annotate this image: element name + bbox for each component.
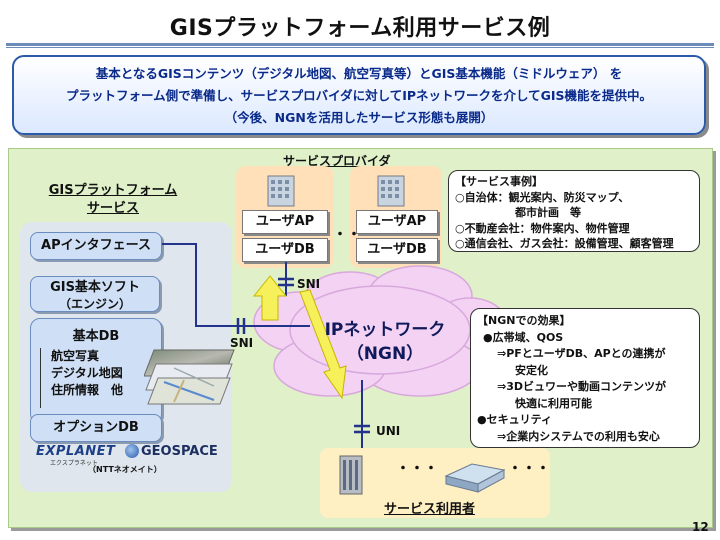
user-db-box: ユーザDB xyxy=(242,238,328,262)
provider-ellipsis: ・・ xyxy=(333,227,361,243)
platform-title-line2: サービス xyxy=(86,201,139,216)
contents-item: 航空写真 xyxy=(51,349,100,363)
effects-line: ●セキュリティ xyxy=(477,413,552,426)
contents-item: デジタル地図 xyxy=(51,366,123,380)
ngn-label: IPネットワーク （NGN） xyxy=(320,318,450,366)
platform-title: GISプラットフォーム サービス xyxy=(46,182,180,218)
title-divider-thin xyxy=(6,47,714,48)
contents-list: 航空写真 デジタル地図 住所情報 他 xyxy=(40,348,155,408)
upload-arrow xyxy=(252,275,288,321)
office-building-icon xyxy=(267,175,295,207)
page-title: GISプラットフォーム利用サービス例 xyxy=(169,16,551,41)
effects-heading: 【NGNでの効果】 xyxy=(477,314,571,327)
basic-db-layer: 基本DB xyxy=(30,318,162,424)
gis-software-layer: GIS基本ソフト （エンジン） xyxy=(30,276,160,312)
download-arrow xyxy=(299,289,347,400)
engine-label: （エンジン） xyxy=(58,297,131,311)
provider-title: サービスプロバイダ xyxy=(283,154,391,168)
summary-line-3: （今後、NGNを活用したサービス形態も展開） xyxy=(224,110,494,125)
effects-line: ●広帯域、QOS xyxy=(483,330,564,344)
ntt-label: （NTTネオメイト） xyxy=(88,465,162,474)
gis-software-label: GIS基本ソフト xyxy=(50,280,140,295)
sni-left-label: SNI xyxy=(230,336,254,350)
service-users-label: サービス利用者 xyxy=(384,502,476,517)
explanet-logo-sub: エクスプラネット xyxy=(50,460,98,467)
globe-icon xyxy=(125,444,139,458)
effects-line: ⇒企業内システムでの利用も安心 xyxy=(497,429,660,443)
building-icon xyxy=(339,455,363,495)
title-divider xyxy=(6,43,714,46)
examples-line: ○自治体：観光案内、防災マップ、 xyxy=(455,190,630,204)
option-db-layer: オプションDB xyxy=(30,414,162,442)
office-complex-icon xyxy=(444,463,506,493)
page-number: 12 xyxy=(692,520,709,534)
users-ellipsis: ・・・ xyxy=(508,461,550,477)
geospace-logo: GEOSPACE xyxy=(141,444,218,459)
effects-line: ⇒PFとユーザDB、APとの連携が xyxy=(497,347,666,360)
user-db-box: ユーザDB xyxy=(356,238,438,262)
examples-heading: 【サービス事例】 xyxy=(455,175,543,188)
effects-line: ⇒3Dビュワーや動画コンテンツが xyxy=(497,380,667,393)
effects-line: 快適に利用可能 xyxy=(515,396,592,410)
explanet-logo: EXPLANET xyxy=(36,444,116,459)
contents-item: 住所情報 他 xyxy=(51,383,124,397)
office-building-icon xyxy=(377,175,405,207)
platform-title-line1: GISプラットフォーム xyxy=(48,183,178,198)
examples-line: ○不動産会社：物件案内、物件管理 xyxy=(455,221,630,235)
ngn-effects-callout: 【NGNでの効果】 ●広帯域、QOS ⇒PFとユーザDB、APとの連携が 安定化… xyxy=(470,308,700,448)
summary-line-1: 基本となるGISコンテンツ（デジタル地図、航空写真等）とGIS基本機能（ミドルウ… xyxy=(95,66,623,81)
users-ellipsis: ・・・ xyxy=(396,461,438,477)
api-interface-layer: APインタフェース xyxy=(30,232,162,260)
user-ap-box: ユーザAP xyxy=(356,210,438,234)
examples-line: 都市計画 等 xyxy=(515,206,581,219)
ngn-label-line2: （NGN） xyxy=(346,344,424,364)
summary-box: 基本となるGISコンテンツ（デジタル地図、航空写真等）とGIS基本機能（ミドルウ… xyxy=(12,55,706,135)
service-examples-callout: 【サービス事例】 ○自治体：観光案内、防災マップ、 都市計画 等 ○不動産会社：… xyxy=(448,170,700,252)
sni-top-label: SNI xyxy=(297,277,321,291)
uni-label: UNI xyxy=(376,424,401,438)
summary-line-2: プラットフォーム側で準備し、サービスプロバイダに対してIPネットワークを介してG… xyxy=(65,88,653,103)
user-ap-box: ユーザAP xyxy=(242,210,328,234)
ngn-label-line1: IPネットワーク xyxy=(324,320,446,340)
map-thumbnail-image xyxy=(144,349,235,405)
effects-line: 安定化 xyxy=(515,363,548,377)
basic-db-label: 基本DB xyxy=(72,329,120,344)
examples-line: ○通信会社、ガス会社：設備管理、顧客管理 xyxy=(455,237,674,250)
